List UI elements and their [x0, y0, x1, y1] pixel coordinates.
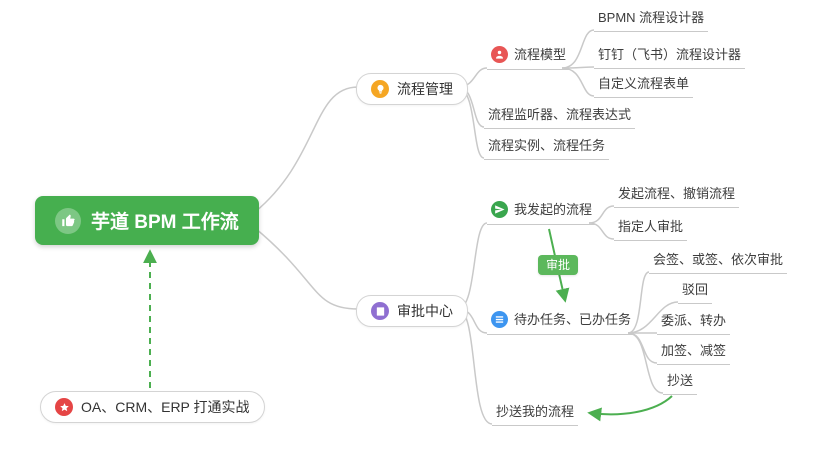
topic-approval-center[interactable]: 审批中心 — [356, 295, 468, 327]
topic-process-management[interactable]: 流程管理 — [356, 73, 468, 105]
star-icon — [55, 398, 73, 416]
topic-todo-done-tasks[interactable]: 待办任务、已办任务 — [487, 308, 636, 335]
topic-my-initiated-process[interactable]: 我发起的流程 — [487, 198, 597, 225]
cc-relationship-arrow — [587, 395, 673, 422]
checklist-icon — [491, 311, 508, 328]
topic-label: OA、CRM、ERP 打通实战 — [81, 399, 250, 415]
topic-label: 流程实例、流程任务 — [488, 138, 606, 153]
topic-initiate-cancel[interactable]: 发起流程、撤销流程 — [614, 184, 740, 208]
topic-reject[interactable]: 驳回 — [678, 280, 713, 304]
topic-dingtalk-feishu-designer[interactable]: 钉钉（飞书）流程设计器 — [594, 45, 746, 69]
lightbulb-icon — [371, 80, 389, 98]
clipboard-icon — [371, 302, 389, 320]
topic-label: 抄送我的流程 — [496, 404, 575, 419]
send-icon — [491, 201, 508, 218]
topic-label: 发起流程、撤销流程 — [618, 186, 736, 201]
note-oa-crm-erp-practice[interactable]: OA、CRM、ERP 打通实战 — [40, 391, 265, 423]
topic-label: 流程模型 — [514, 46, 567, 62]
topic-label: 加签、减签 — [661, 343, 727, 358]
topic-label: 抄送 — [667, 373, 694, 388]
topic-cc-my-process[interactable]: 抄送我的流程 — [492, 402, 579, 426]
topic-instance-task[interactable]: 流程实例、流程任务 — [484, 136, 610, 160]
topic-label: 会签、或签、依次审批 — [653, 252, 784, 267]
topic-label: BPMN 流程设计器 — [598, 10, 705, 25]
topic-root[interactable]: 芋道 BPM 工作流 — [35, 196, 259, 245]
topic-label: 我发起的流程 — [514, 201, 593, 217]
topic-label: 芋道 BPM 工作流 — [91, 212, 239, 233]
topic-label: 审批中心 — [397, 303, 453, 319]
topic-countersign[interactable]: 会签、或签、依次审批 — [649, 250, 788, 274]
thumbs-up-icon — [55, 207, 81, 234]
topic-label: 待办任务、已办任务 — [514, 311, 632, 327]
topic-label: 流程监听器、流程表达式 — [488, 107, 632, 122]
topic-label: 指定人审批 — [618, 219, 684, 234]
topic-cc[interactable]: 抄送 — [663, 371, 698, 395]
topic-assignee-approval[interactable]: 指定人审批 — [614, 217, 688, 241]
topic-process-model[interactable]: 流程模型 — [487, 43, 571, 70]
topic-label: 流程管理 — [397, 81, 453, 97]
relationship-label-approval[interactable]: 审批 — [538, 255, 579, 275]
topic-label: 驳回 — [682, 282, 709, 297]
topic-custom-form[interactable]: 自定义流程表单 — [594, 74, 694, 98]
topic-bpmn-designer[interactable]: BPMN 流程设计器 — [594, 8, 709, 32]
topic-delegate-transfer[interactable]: 委派、转办 — [657, 311, 731, 335]
topic-label: 委派、转办 — [661, 313, 727, 328]
topic-label: 自定义流程表单 — [598, 76, 690, 91]
topic-add-reduce-sign[interactable]: 加签、减签 — [657, 341, 731, 365]
person-icon — [491, 46, 508, 63]
topic-label: 钉钉（飞书）流程设计器 — [598, 47, 742, 62]
topic-listener-expression[interactable]: 流程监听器、流程表达式 — [484, 105, 636, 129]
